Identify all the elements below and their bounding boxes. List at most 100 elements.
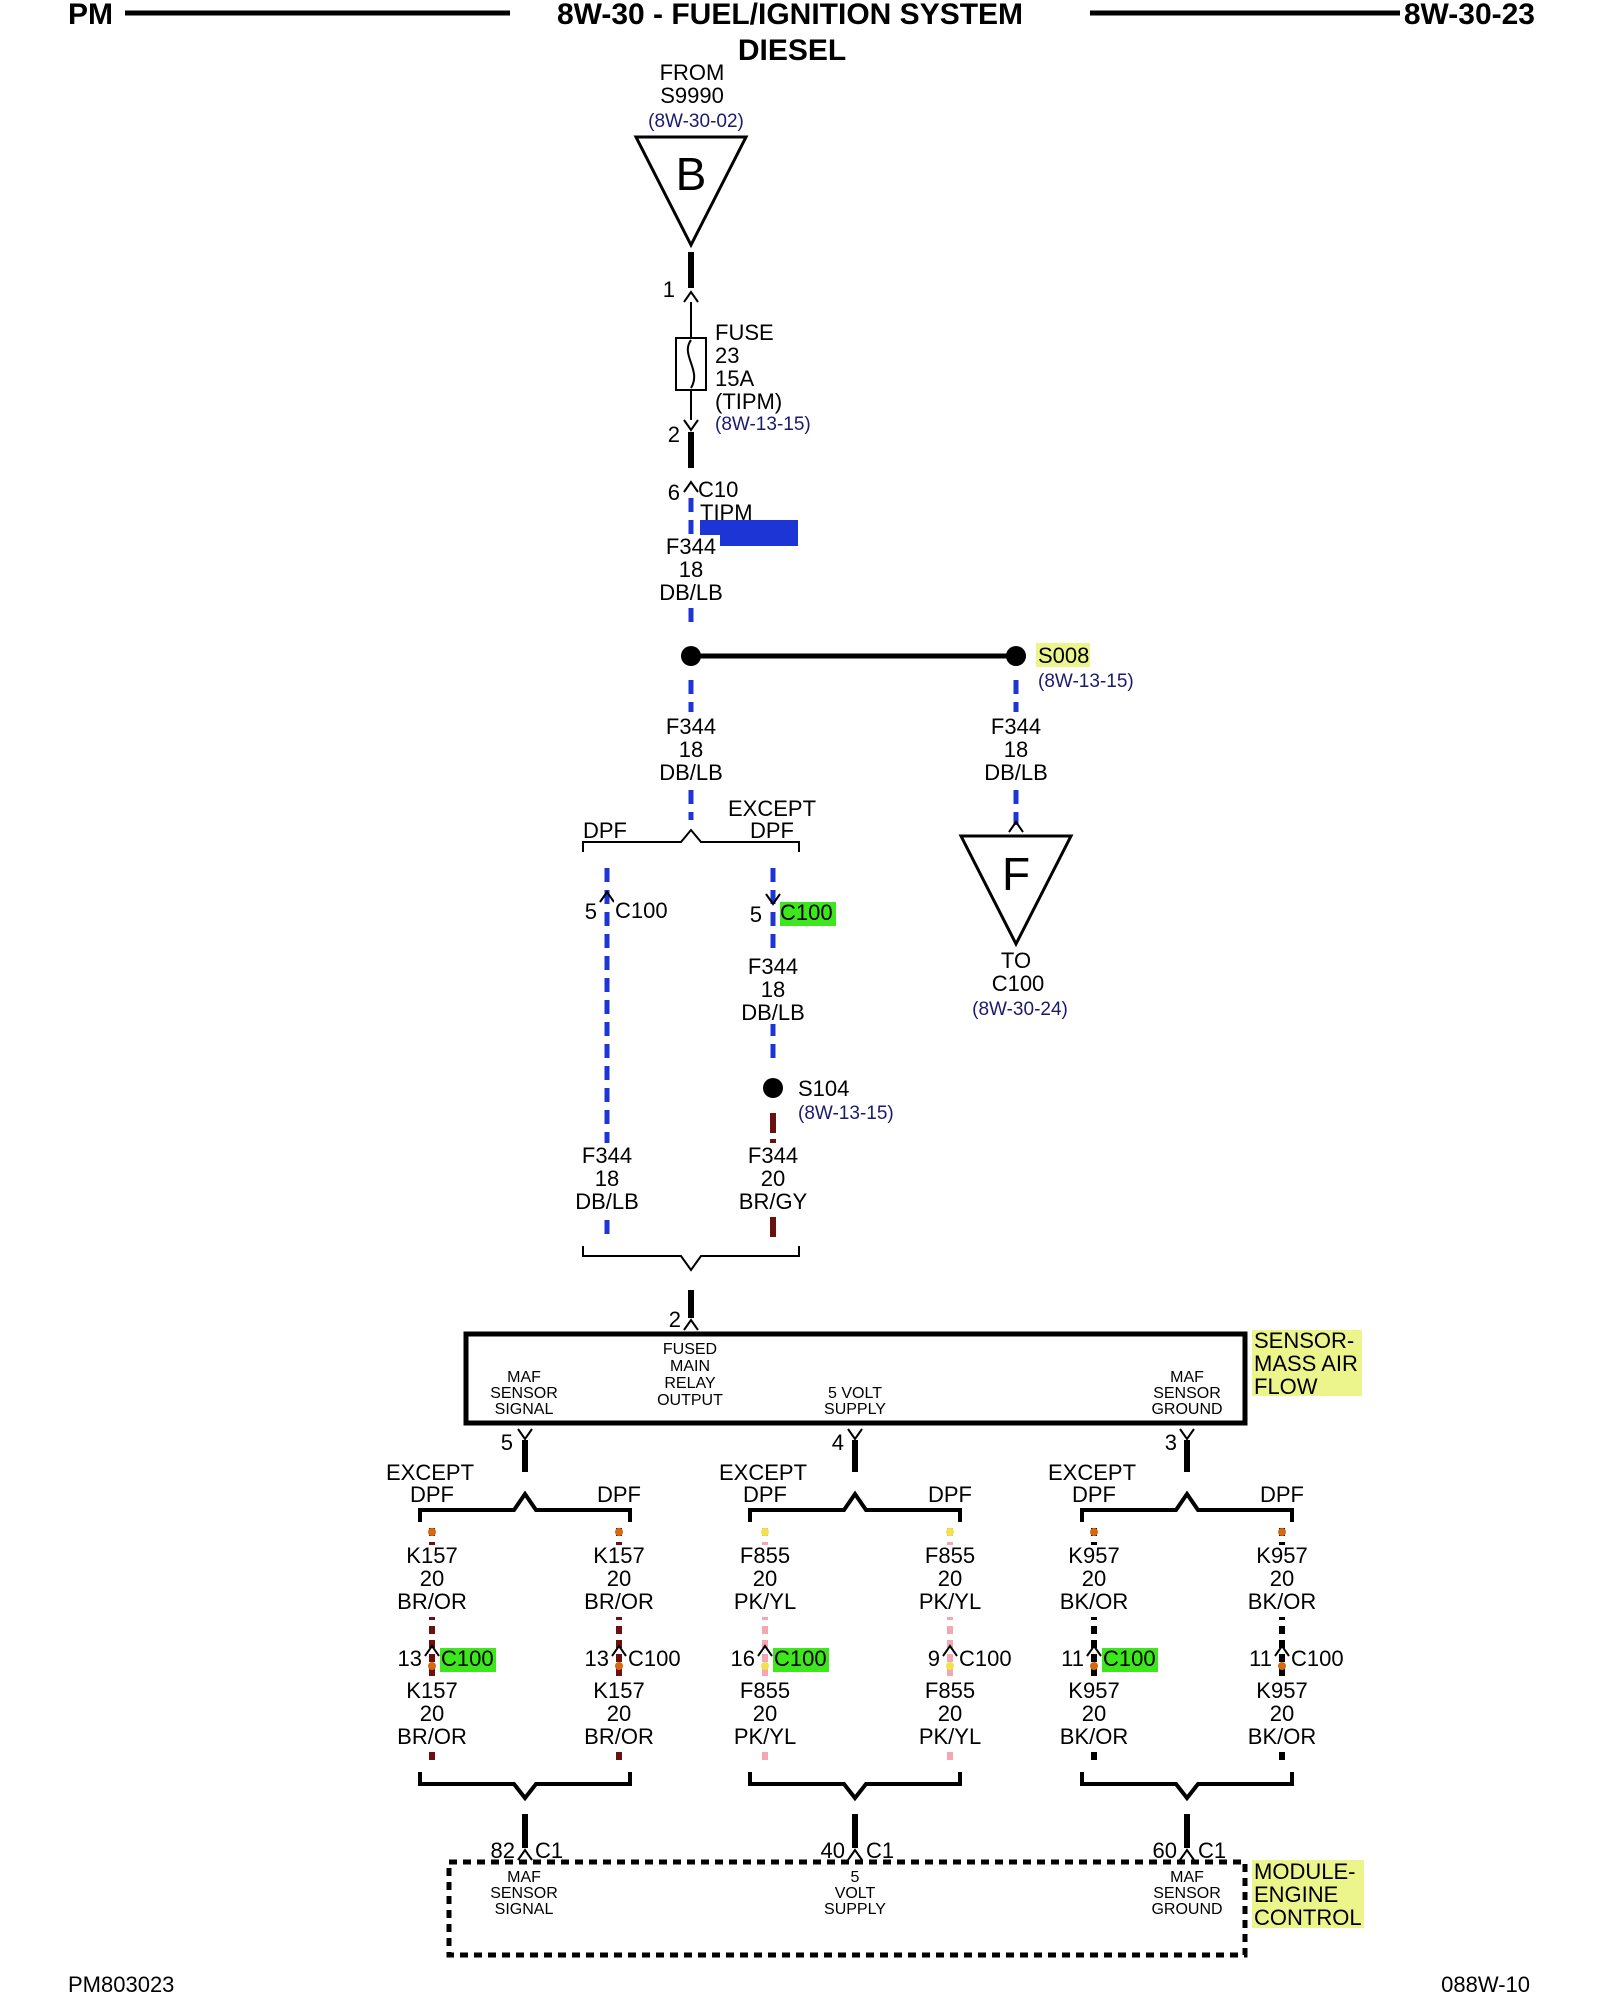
branch-brace: [582, 828, 800, 852]
sensor-pin-in: 2: [669, 1307, 681, 1332]
c100-name: C100: [1291, 1646, 1344, 1671]
c100-pin: 13: [398, 1646, 422, 1671]
splice-dot[interactable]: [681, 646, 701, 666]
offpage-to: TO: [1001, 948, 1031, 973]
fused-label: FUSED: [663, 1341, 717, 1358]
wire-tracer-dot: [761, 1528, 769, 1536]
ecm-name-3: CONTROL: [1254, 1905, 1362, 1930]
fused-label: OUTPUT: [657, 1392, 723, 1409]
wire-color: BR/OR: [397, 1724, 467, 1749]
fuse-body[interactable]: [675, 337, 707, 391]
fuse-rating: 15A: [715, 366, 754, 391]
wire-gauge: 20: [1270, 1566, 1294, 1591]
wire-label-bg: [396, 1680, 468, 1752]
branch-except-dpf: DPF: [750, 818, 794, 843]
wire-gauge: 20: [607, 1701, 631, 1726]
branch-except-dpf: DPF: [1072, 1482, 1116, 1507]
wire-label-bg: [396, 1545, 468, 1617]
wire-label-bg: [583, 1680, 655, 1752]
wire-tracer-dot: [428, 1662, 436, 1670]
c100-pin-marker: [611, 1644, 627, 1657]
wire-label-bg: [742, 1143, 804, 1215]
s008-ref: (8W-13-15): [1038, 671, 1134, 692]
branch-except: EXCEPT: [1048, 1460, 1136, 1485]
wire-label-bg: [1058, 1680, 1130, 1752]
branch-brace-supply: [748, 1490, 962, 1522]
wire-tracer-dot: [1090, 1528, 1098, 1536]
c100-name: C100: [1103, 1646, 1156, 1671]
pin-marker: [517, 1428, 533, 1441]
c100-pin-marker: [942, 1644, 958, 1657]
sensor-pin-out: 3: [1165, 1430, 1177, 1455]
ecm-box[interactable]: [446, 1859, 1248, 1958]
c100-name: C100: [959, 1646, 1012, 1671]
offpage-letter-f: F: [1002, 848, 1030, 900]
wire-gauge: 18: [761, 977, 785, 1002]
c10-pin: 6: [668, 480, 680, 505]
splice-dot-s104[interactable]: [763, 1078, 783, 1098]
fuse-ref: (8W-13-15): [715, 414, 811, 435]
c100-pin-marker: [765, 893, 781, 906]
wire-circuit: F344: [666, 534, 716, 559]
pin-marker: [683, 290, 699, 303]
maf-ground-label: MAF: [1170, 1369, 1204, 1386]
offpage-connector-b[interactable]: [633, 135, 749, 249]
wire-gauge: 20: [420, 1566, 444, 1591]
fused-label: MAIN: [670, 1358, 710, 1375]
c100-name: C100: [780, 900, 833, 925]
pin-marker: [1008, 820, 1024, 833]
offpage-letter-b: B: [676, 148, 707, 200]
pin-marker: [1179, 1848, 1195, 1861]
wire-color: BK/OR: [1060, 1589, 1128, 1614]
c100-pin-marker: [1274, 1644, 1290, 1657]
wire-tracer-dot: [428, 1528, 436, 1536]
c100-highlight: [773, 1648, 829, 1672]
c100-name: C100: [628, 1646, 681, 1671]
wire-tracer-dot: [946, 1662, 954, 1670]
wire-color: PK/YL: [919, 1724, 981, 1749]
sensor-name-1: SENSOR-: [1254, 1328, 1354, 1353]
maf-signal-label: SENSOR: [490, 1385, 558, 1402]
wire-label-bg: [914, 1680, 986, 1752]
from-label: FROM: [660, 60, 725, 85]
ecm-name-2: ENGINE: [1254, 1882, 1338, 1907]
wire-tracer-dot: [1278, 1528, 1286, 1536]
wire-gauge: 20: [938, 1566, 962, 1591]
s008-highlight: [1036, 643, 1090, 667]
c10-pin-marker: [683, 480, 699, 493]
wire-gauge: 18: [595, 1166, 619, 1191]
wire-circuit: F855: [925, 1543, 975, 1568]
branch-brace-ground: [1080, 1490, 1294, 1522]
wire-circuit: F344: [748, 1143, 798, 1168]
wire-tracer-dot: [946, 1528, 954, 1536]
branch-except: EXCEPT: [728, 796, 816, 821]
maf-signal-label: SIGNAL: [495, 1401, 554, 1418]
wire-circuit: K157: [593, 1678, 644, 1703]
maf-ground-label: SENSOR: [1153, 1385, 1221, 1402]
ecm-connector: C1: [535, 1838, 563, 1863]
fuse-element: [686, 339, 696, 389]
maf-ground-label: GROUND: [1151, 1401, 1222, 1418]
c10-name: C10: [698, 477, 738, 502]
splice-dot-s008[interactable]: [1006, 646, 1026, 666]
sensor-pin-out: 4: [832, 1430, 844, 1455]
wire-gauge: 20: [753, 1701, 777, 1726]
fuse-pin-in: 1: [663, 277, 675, 302]
offpage-connector-f[interactable]: [958, 834, 1074, 948]
wire-color: BR/GY: [739, 1189, 808, 1214]
wire-circuit: F344: [582, 1143, 632, 1168]
sensor-pin-out: 5: [501, 1430, 513, 1455]
wire-tracer-dot: [615, 1662, 623, 1670]
wire-color: BR/OR: [584, 1589, 654, 1614]
branch-dpf: DPF: [597, 1482, 641, 1507]
label-bg: [614, 900, 676, 926]
wire-label-bg: [662, 535, 720, 607]
wire-gauge: 20: [1082, 1701, 1106, 1726]
ecm-connector: C1: [866, 1838, 894, 1863]
maf-sensor-box[interactable]: [463, 1331, 1248, 1426]
branch-except: EXCEPT: [719, 1460, 807, 1485]
ecm-connector: C1: [1198, 1838, 1226, 1863]
